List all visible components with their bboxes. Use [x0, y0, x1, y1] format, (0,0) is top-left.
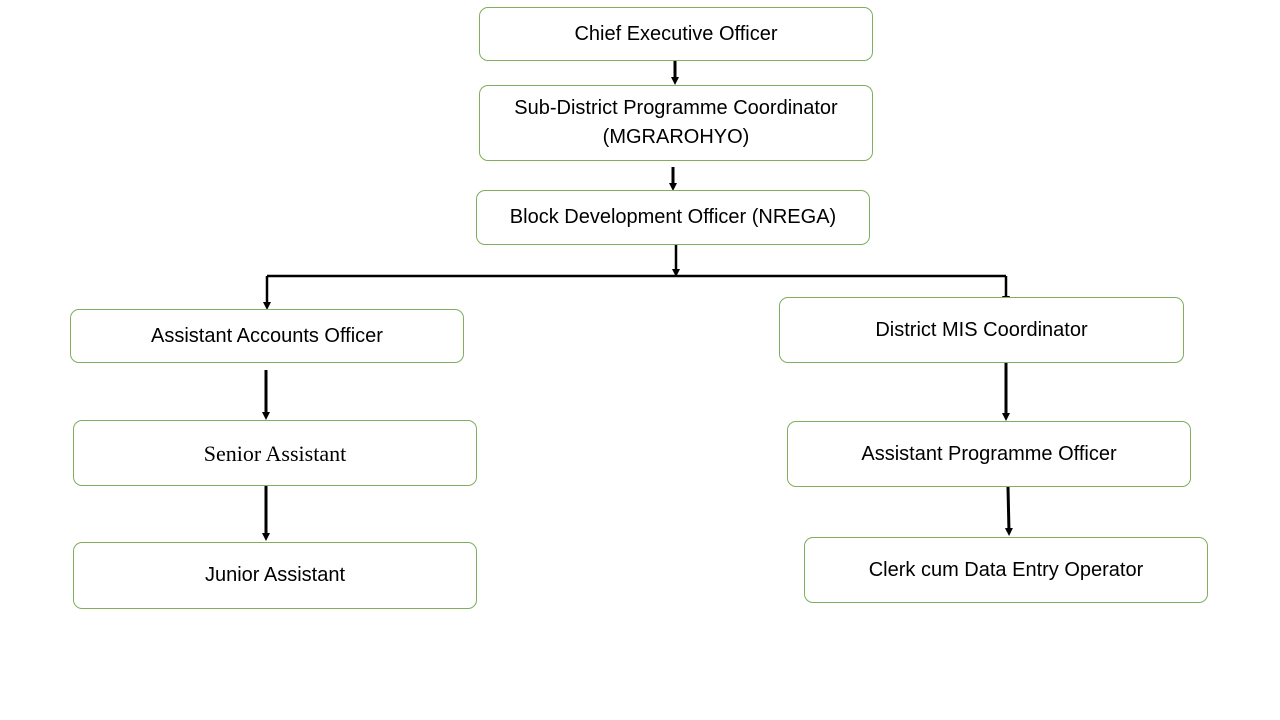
node-district-mis-coordinator: District MIS Coordinator [779, 297, 1184, 363]
node-senior-assistant: Senior Assistant [73, 420, 477, 486]
node-label: Junior Assistant [204, 564, 346, 586]
node-sub-district-programme-coordinator: Sub-District Programme Coordinator (MGRA… [479, 85, 873, 161]
node-label: Senior Assistant [203, 440, 347, 466]
node-label: Block Development Officer (NREGA) [509, 206, 837, 228]
node-label: Sub-District Programme Coordinator (MGRA… [514, 97, 838, 148]
node-label: District MIS Coordinator [875, 318, 1088, 341]
node-junior-assistant: Junior Assistant [73, 542, 477, 609]
node-assistant-programme-officer: Assistant Programme Officer [787, 421, 1191, 487]
connector-apo-to-clerk [1004, 486, 1013, 536]
node-label: Assistant Accounts Officer [151, 324, 383, 347]
node-block-development-officer: Block Development Officer (NREGA) [476, 190, 870, 245]
node-assistant-accounts-officer: Assistant Accounts Officer [70, 309, 464, 363]
node-clerk-cum-data-entry-operator: Clerk cum Data Entry Operator [804, 537, 1208, 603]
node-label: Chief Executive Officer [574, 22, 778, 45]
node-label: Assistant Programme Officer [861, 442, 1117, 465]
node-chief-executive-officer: Chief Executive Officer [479, 7, 873, 61]
node-label: Clerk cum Data Entry Operator [868, 558, 1144, 581]
